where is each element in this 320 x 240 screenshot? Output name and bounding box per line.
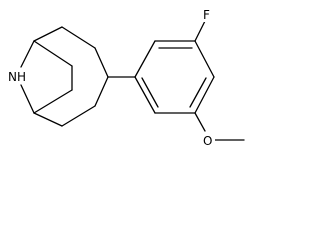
- bond-n-top: [20, 40, 35, 68]
- atom-nh: NH: [6, 68, 32, 84]
- bond-cage-2: [61, 26, 96, 49]
- atom-o: O: [202, 132, 215, 148]
- benzene-ring: [134, 40, 215, 114]
- bond-ring-double-2: [189, 77, 207, 108]
- bond-c-f: [194, 20, 206, 42]
- bond-c-o: [194, 112, 206, 132]
- bond-ring-1: [134, 40, 156, 78]
- bond-ring-3: [194, 40, 215, 78]
- bond-cage-7: [33, 40, 73, 67]
- bond-cage-6: [33, 112, 63, 127]
- bond-n-bottom: [20, 84, 35, 114]
- bond-ring-6: [134, 76, 156, 114]
- bond-ring-4: [194, 76, 215, 114]
- bond-cage-3: [94, 47, 109, 78]
- bicyclic-cage: [20, 26, 109, 127]
- bond-cage-4: [94, 76, 109, 107]
- atom-label-o: O: [203, 134, 212, 148]
- atom-f: F: [201, 7, 213, 22]
- bond-cage-9: [33, 89, 73, 114]
- bond-cage-1: [33, 26, 63, 42]
- atom-label-nh: NH: [8, 70, 26, 84]
- bond-ring-double-3: [141, 77, 159, 108]
- bond-cage-5: [61, 105, 96, 127]
- molecule-structure: NH F O: [6, 7, 245, 148]
- atom-label-f: F: [203, 8, 210, 22]
